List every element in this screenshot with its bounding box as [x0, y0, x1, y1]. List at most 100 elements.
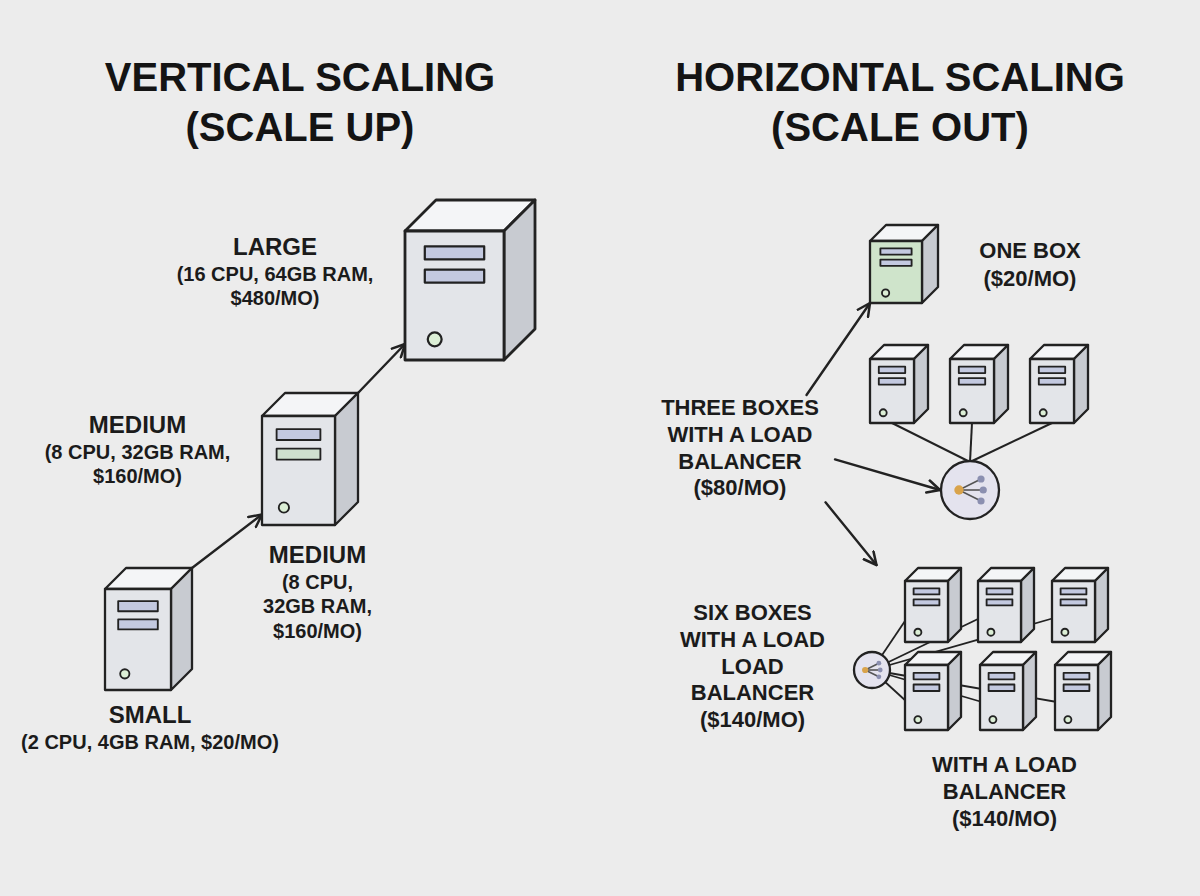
- server-button: [1064, 716, 1071, 723]
- server-button: [960, 409, 967, 416]
- server-icon: [405, 200, 535, 360]
- arrow-connector: [807, 303, 871, 395]
- server-slot: [1064, 673, 1090, 680]
- server-front: [870, 359, 914, 423]
- node-heading: SMALL: [20, 700, 280, 729]
- node-heading: MEDIUM: [30, 410, 245, 439]
- server-front: [1052, 581, 1095, 642]
- share-dot: [862, 667, 868, 673]
- node-heading: SIX BOXES WITH A LOAD LOAD BALANCER ($14…: [665, 600, 840, 734]
- server-slot: [1061, 588, 1087, 594]
- server-slot: [425, 270, 484, 283]
- illustration-group: [105, 568, 192, 690]
- arrow-connector: [826, 502, 877, 565]
- section-heading: VERTICAL SCALING (SCALE UP): [80, 52, 520, 152]
- server-front: [262, 416, 335, 525]
- node-detail: (2 CPU, 4GB RAM, $20/MO): [20, 730, 280, 754]
- server-slot: [1039, 367, 1065, 373]
- cluster-wire: [970, 423, 1052, 462]
- share-dot: [878, 668, 883, 673]
- illustration-group: [405, 200, 535, 360]
- node-heading: ONE BOX: [960, 238, 1100, 265]
- server-slot: [914, 673, 940, 680]
- illustration-group: [854, 568, 1111, 730]
- server-side: [1023, 652, 1036, 730]
- server-slot: [879, 378, 905, 384]
- server-cluster-node: SIX BOXES WITH A LOAD LOAD BALANCER ($14…: [850, 565, 1115, 740]
- node-illustration: [940, 460, 1000, 520]
- node-heading: THREE BOXES WITH A LOAD BALANCER: [645, 395, 835, 475]
- cluster-wire: [892, 423, 970, 462]
- server-icon: [978, 568, 1034, 642]
- arrow-connector: [835, 459, 940, 490]
- text-node: THREE BOXES WITH A LOAD BALANCER($80/MO): [645, 395, 835, 502]
- server-button: [120, 669, 129, 678]
- server-side: [504, 200, 535, 360]
- server-icon: [1055, 652, 1111, 730]
- server-side: [914, 345, 928, 423]
- node-heading: LARGE: [150, 232, 400, 261]
- server-front: [870, 241, 922, 303]
- node-detail: ($80/MO): [645, 475, 835, 502]
- server-button: [987, 629, 994, 636]
- node-illustration: [105, 568, 192, 690]
- server-front: [980, 665, 1023, 730]
- server-button: [880, 409, 887, 416]
- server-side: [922, 225, 938, 303]
- server-slot: [118, 619, 158, 629]
- server-slot: [1039, 378, 1065, 384]
- server-icon: [1030, 345, 1088, 423]
- share-dot: [876, 674, 881, 679]
- server-front: [1030, 359, 1074, 423]
- server-icon: [870, 225, 938, 303]
- share-dot: [980, 486, 987, 493]
- cluster-wire: [970, 423, 972, 462]
- server-front: [1055, 665, 1098, 730]
- server-front: [978, 581, 1021, 642]
- server-side: [171, 568, 192, 690]
- server-icon: [950, 345, 1008, 423]
- node-illustration: [262, 393, 358, 525]
- server-slot: [277, 449, 321, 460]
- server-side: [994, 345, 1008, 423]
- server-front: [905, 665, 948, 730]
- server-slot: [914, 685, 940, 692]
- server-front: [950, 359, 994, 423]
- node-illustration: [850, 565, 1115, 740]
- server-button: [428, 332, 442, 346]
- node-illustration: [870, 225, 938, 303]
- node-detail: WITH A LOAD BALANCER ($140/MO): [897, 752, 1112, 832]
- server-slot: [959, 378, 985, 384]
- server-side: [1095, 568, 1108, 642]
- server-icon: [105, 568, 192, 690]
- server-slot: [277, 429, 321, 440]
- server-icon: [262, 393, 358, 525]
- server-slot: [118, 601, 158, 611]
- illustration-group: [262, 393, 358, 525]
- server-button: [914, 716, 921, 723]
- share-icon: [862, 661, 883, 679]
- illustration-group: [870, 345, 1088, 519]
- server-side: [1021, 568, 1034, 642]
- server-icon: [905, 652, 961, 730]
- server-side: [1098, 652, 1111, 730]
- section-heading: HORIZONTAL SCALING (SCALE OUT): [640, 52, 1160, 152]
- server-slot: [425, 246, 484, 259]
- server-front: [405, 231, 504, 360]
- arrow-connector: [358, 344, 405, 393]
- server-button: [914, 629, 921, 636]
- share-dot: [876, 661, 881, 666]
- server-icon: [980, 652, 1036, 730]
- server-icon: [905, 568, 961, 642]
- server-side: [948, 568, 961, 642]
- server-button: [279, 502, 289, 512]
- server-slot: [989, 685, 1015, 692]
- server-button: [1040, 409, 1047, 416]
- share-dot: [954, 485, 963, 494]
- server-icon: [870, 345, 928, 423]
- server-node: SMALL(2 CPU, 4GB RAM, $20/MO): [105, 568, 192, 690]
- server-slot: [880, 260, 911, 266]
- node-detail: (8 CPU, 32GB RAM, $160/MO): [255, 570, 380, 643]
- server-button: [882, 289, 889, 296]
